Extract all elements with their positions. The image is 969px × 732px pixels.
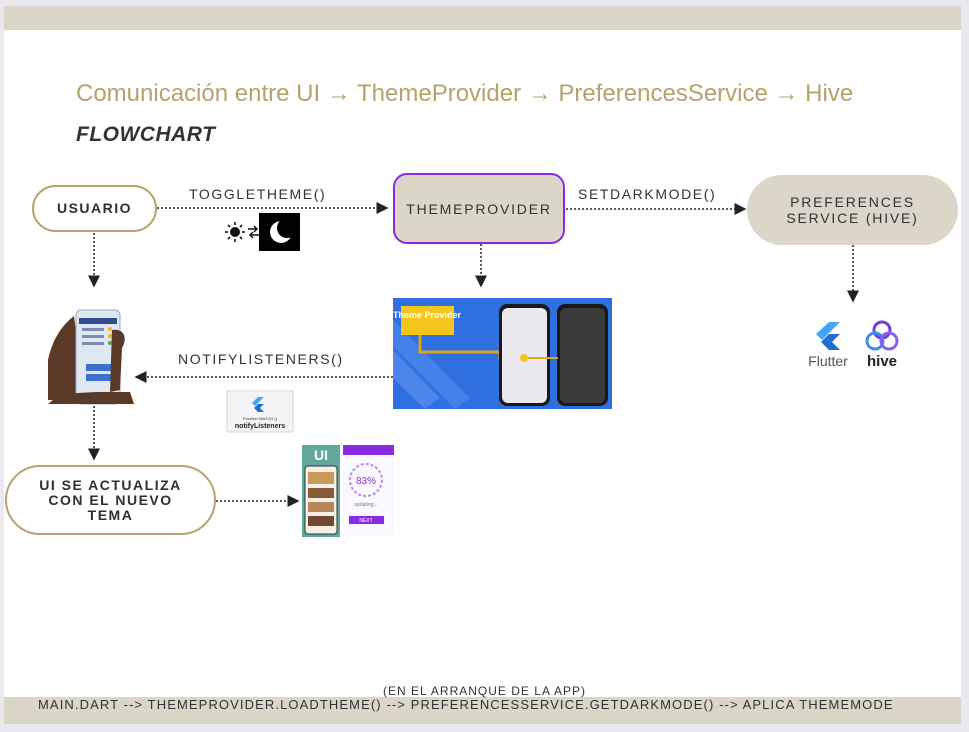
hive-logo-icon [865, 320, 899, 351]
theme-provider-badge-text: Theme Provider [393, 310, 462, 320]
bottom-band [4, 697, 961, 724]
node-usuario: USUARIO [32, 185, 157, 232]
node-ui-update-line2: CON EL NUEVO [48, 491, 173, 508]
top-band [4, 6, 961, 30]
footer-note: (EN EL ARRANQUE DE LA APP) [383, 684, 586, 698]
progress-caption-text: updating... [354, 502, 377, 508]
swap-arrows-icon [248, 225, 259, 239]
sun-icon [225, 222, 245, 242]
flutter-logo-icon [816, 322, 840, 350]
node-preferences-line1: PREFERENCES [790, 194, 915, 210]
next-button-text: NEXT [359, 518, 372, 524]
moon-icon [259, 213, 300, 251]
node-ui-update-line1: UI SE ACTUALIZA [39, 476, 182, 493]
node-themeprovider-label: THEMEPROVIDER [406, 200, 552, 217]
flutter-label: Flutter [808, 353, 848, 369]
notify-card-line2: notifyListeners [235, 423, 285, 430]
node-ui-update: UI SE ACTUALIZA CON EL NUEVO TEMA [5, 465, 216, 535]
edge-label-toggletheme: TOGGLETHEME() [189, 186, 327, 202]
progress-value-text: 83% [356, 476, 376, 487]
node-preferences-line2: SERVICE (HIVE) [786, 210, 919, 226]
hive-label: hive [867, 353, 897, 370]
node-themeprovider-fill [395, 175, 563, 242]
page-subtitle: FLOWCHART [76, 123, 216, 146]
node-usuario-label: USUARIO [56, 200, 133, 216]
node-ui-update-line3: TEMA [87, 506, 134, 523]
ui-badge-text: UI [314, 447, 328, 463]
edge-label-setdarkmode: SETDARKMODE() [578, 186, 717, 202]
node-themeprovider: THEMEPROVIDER [393, 173, 565, 244]
node-preferences-service: PREFERENCES SERVICE (HIVE) [747, 175, 958, 245]
page-title: Comunicación entre UI → ThemeProvider → … [76, 80, 854, 107]
edge-label-notifylisteners: NOTIFYLISTENERS() [178, 351, 344, 367]
footer-line: MAIN.DART --> THEMEPROVIDER.LOADTHEME() … [38, 697, 894, 712]
notify-card-line1: Provider WATCH () [243, 416, 278, 421]
